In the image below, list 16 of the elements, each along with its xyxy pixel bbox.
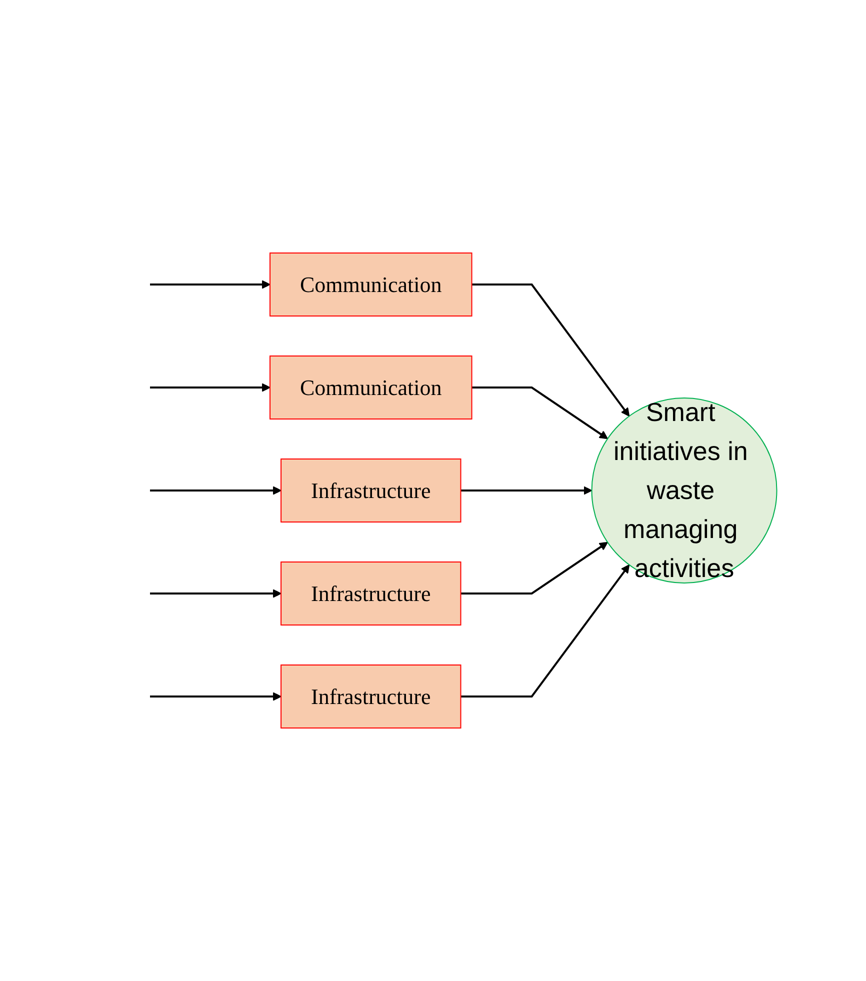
node-box: Communication — [269, 252, 472, 316]
arrow — [471, 284, 630, 417]
node-box: Infrastructure — [280, 664, 461, 728]
node-box: Infrastructure — [280, 458, 461, 522]
arrow — [460, 486, 592, 495]
arrow — [150, 280, 270, 289]
arrow — [150, 486, 282, 495]
arrow — [471, 386, 608, 440]
arrow — [150, 589, 282, 598]
node-circle: Smart initiatives in waste managing activities — [590, 398, 777, 584]
arrow — [460, 564, 630, 698]
node-box: Communication — [269, 356, 472, 420]
arrow — [150, 383, 270, 392]
arrow — [460, 542, 608, 594]
node-box: Infrastructure — [280, 562, 461, 626]
arrow — [150, 692, 282, 701]
